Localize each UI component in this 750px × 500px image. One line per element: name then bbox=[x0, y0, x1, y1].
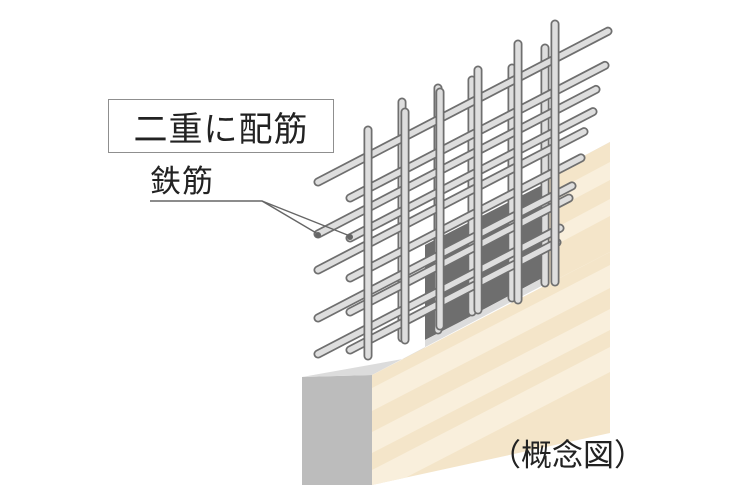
double-rebar-label: 二重に配筋 bbox=[108, 99, 334, 153]
rebar-label: 鉄筋 bbox=[150, 164, 214, 200]
leader-dot bbox=[315, 232, 321, 238]
rebar-horizontal bbox=[315, 183, 575, 321]
leader-dot bbox=[347, 234, 353, 240]
rebar-horizontal bbox=[315, 128, 587, 273]
rebar-cage bbox=[313, 19, 613, 361]
rebar-horizontal bbox=[347, 195, 572, 315]
upper-grain-band bbox=[548, 199, 610, 249]
wall-side-face bbox=[302, 375, 372, 485]
concept-caption: （概念図） bbox=[490, 438, 645, 474]
leader-line-outer bbox=[150, 200, 319, 235]
wood-grain-bands bbox=[372, 265, 610, 485]
rebar-horizontal bbox=[347, 155, 584, 281]
leader-line-inner bbox=[261, 200, 351, 237]
